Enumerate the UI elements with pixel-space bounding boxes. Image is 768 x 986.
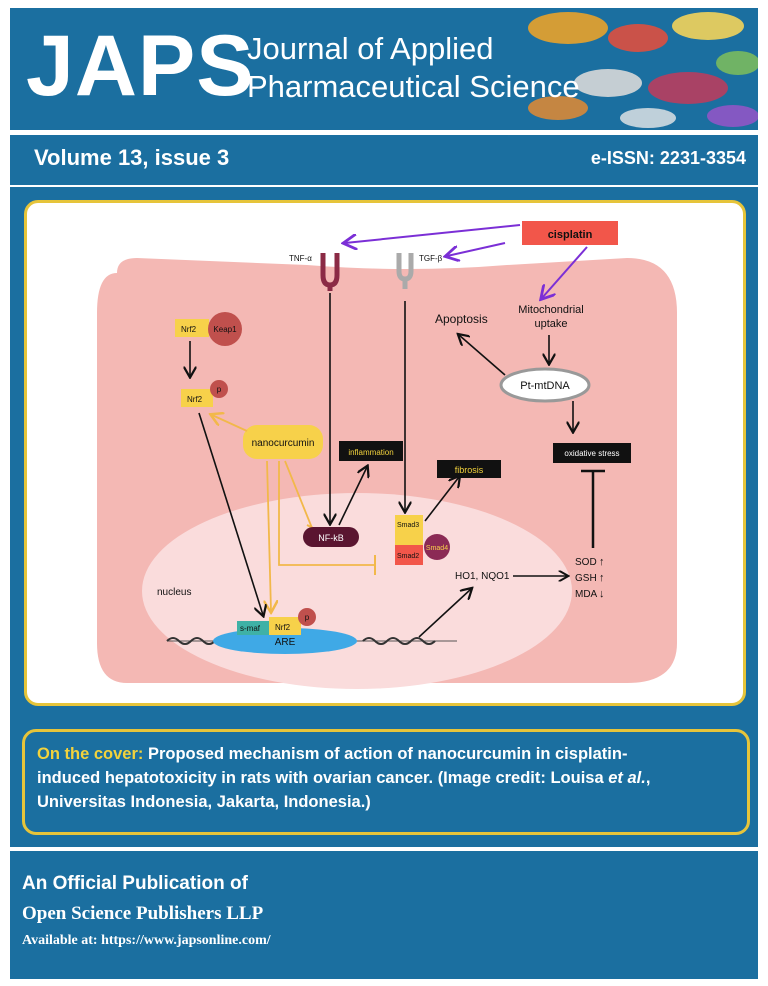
phospho-circle [210, 380, 228, 398]
mito-label-line2: uptake [534, 318, 567, 330]
keap1-label: Keap1 [213, 325, 237, 334]
caption-line2c: , [645, 769, 651, 787]
cover-figure: cisplatin TNF-α TGF-β Nrf2 Keap1 Nrf2 p [24, 200, 746, 706]
phospho-label: p [217, 385, 222, 394]
footer-available-link[interactable]: Available at: https://www.japsonline.com… [22, 933, 271, 948]
gsh-label: GSH [575, 573, 597, 584]
oxidative-stress-label: oxidative stress [564, 449, 619, 458]
mda-down-icon: ↓ [599, 588, 605, 600]
smaf-box [237, 621, 269, 635]
cisplatin-tnf-arrow [345, 224, 521, 243]
caption-line3: Universitas Indonesia, Jakarta, Indonesi… [37, 793, 371, 811]
caption-line1: Proposed mechanism of action of nanocurc… [147, 745, 628, 763]
volume-issue: Volume 13, issue 3 [34, 145, 230, 170]
inflammation-box [339, 441, 403, 461]
tgf-label: TGF-β [419, 254, 443, 263]
eissn: e-ISSN: 2231-3354 [590, 148, 746, 168]
nucleus-label: nucleus [157, 587, 191, 598]
journal-name: Journal of Applied Pharmaceutical Scienc… [247, 30, 580, 106]
smad4-circle [424, 534, 450, 560]
smaf-label: s-maf [240, 624, 261, 633]
smad3-box [395, 515, 423, 545]
nanocurcumin-box [243, 425, 323, 459]
mda-label: MDA [575, 589, 598, 600]
ho1-label: HO1, NQO1 [455, 571, 510, 582]
nanocurcumin-label: nanocurcumin [252, 438, 315, 449]
mitochondria-icon [499, 367, 591, 403]
footer-publisher-name: Open Science Publishers LLP [22, 903, 264, 924]
mito-label-line1: Mitochondrial [518, 304, 583, 316]
caption-lead: On the cover: [37, 745, 144, 763]
gsh-up-icon: ↑ [599, 572, 605, 584]
keap1-circle [208, 312, 242, 346]
cisplatin-box [522, 221, 618, 245]
ptmtdna-label: Pt-mtDNA [520, 380, 570, 392]
footer-official-publication: An Official Publication of [22, 873, 248, 894]
nfkb-label: NF-kB [318, 533, 344, 543]
issue-band: Volume 13, issue 3 e-ISSN: 2231-3354 [10, 135, 758, 185]
cover-caption: On the cover: Proposed mechanism of acti… [22, 729, 750, 835]
nrf2-nucleus-box [269, 617, 301, 635]
journal-logo: JAPS [26, 18, 255, 114]
publisher-footer: An Official Publication of Open Science … [10, 851, 758, 979]
oxidative-stress-box [553, 443, 631, 463]
cisplatin-tgf-arrow [447, 242, 506, 256]
footer-divider [10, 847, 758, 851]
nrf2-label: Nrf2 [181, 325, 197, 334]
nrf2-nucleus-phospho-circle [298, 608, 316, 626]
nfkb-box [303, 527, 359, 547]
caption-line2a: induced hepatotoxicity in rats with ovar… [37, 769, 609, 787]
sod-up-icon: ↑ [599, 556, 605, 568]
fibrosis-label: fibrosis [455, 465, 484, 475]
nrf2p-box [181, 389, 213, 407]
smad3-label: Smad3 [397, 522, 419, 529]
dna-right-icon [362, 637, 436, 645]
nrf2p-label: Nrf2 [187, 395, 203, 404]
inflammation-label: inflammation [348, 448, 393, 457]
pills-photo [528, 12, 758, 128]
nucleus [142, 493, 572, 689]
journal-name-line1: Journal of Applied [247, 31, 494, 66]
smad2-box [395, 545, 423, 565]
nrf2-box [175, 319, 209, 337]
apoptosis-label: Apoptosis [435, 312, 488, 326]
caption-line2b: et al. [608, 769, 646, 787]
mechanism-diagram: cisplatin TNF-α TGF-β Nrf2 Keap1 Nrf2 p [97, 221, 677, 689]
tnf-label: TNF-α [289, 254, 312, 263]
journal-header: JAPS Journal of Applied Pharmaceutical S… [10, 8, 758, 130]
smad2-label: Smad2 [397, 553, 419, 560]
cisplatin-label: cisplatin [548, 229, 593, 241]
nrf2-nucleus-label: Nrf2 [275, 623, 291, 632]
journal-name-line2: Pharmaceutical Science [247, 69, 580, 104]
nrf2-nucleus-phospho-label: p [305, 613, 310, 622]
smad4-label: Smad4 [426, 545, 448, 552]
cisplatin-mito-arrow [542, 246, 588, 298]
fibrosis-box [437, 460, 501, 478]
sod-label: SOD [575, 557, 597, 568]
are-label: ARE [275, 637, 296, 648]
